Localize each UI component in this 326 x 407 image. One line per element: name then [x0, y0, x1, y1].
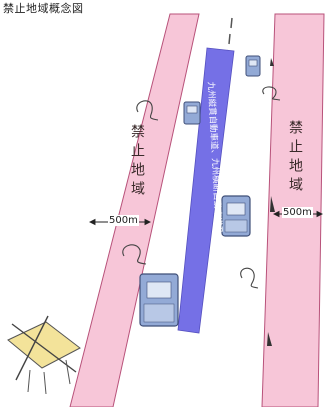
vehicle-bottom-left: [139, 273, 179, 327]
building-crossed-out: [7, 315, 81, 395]
right-zone-label: 禁止地域: [287, 120, 303, 196]
diagram-title: 禁止地域概念図: [3, 2, 84, 15]
vehicle-upper-left: [183, 101, 201, 125]
right-distance-label: 500m: [282, 207, 313, 218]
vehicle-top-right: [245, 55, 261, 77]
vehicle-middle-right: [221, 195, 251, 237]
right-zone-edge-marks: [267, 58, 275, 346]
road-edge-curls: [122, 86, 281, 289]
left-zone-label: 禁止地域: [129, 124, 145, 200]
left-prohibited-zone: [69, 13, 200, 407]
left-distance-label: 500m: [108, 215, 139, 226]
highway-band: [177, 47, 235, 334]
